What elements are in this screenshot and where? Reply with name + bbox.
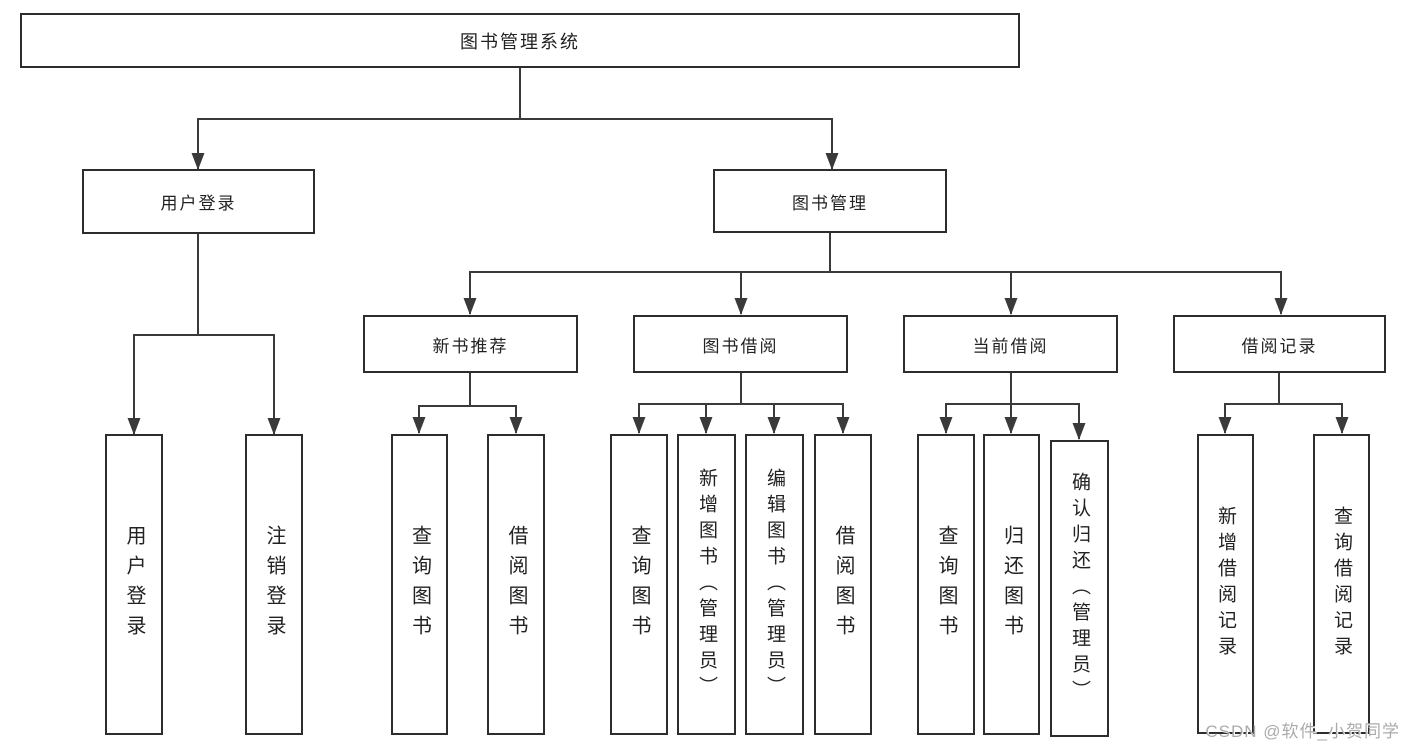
- node-borrow-record-label: 借阅记录: [1241, 336, 1318, 356]
- leaf-logout-label: 注销登录: [263, 524, 285, 645]
- leaf-borrow-books-2: 借阅图书: [814, 434, 872, 735]
- leaf-borrow-books-1: 借阅图书: [487, 434, 545, 735]
- leaf-query-books-3: 查询图书: [917, 434, 975, 735]
- leaf-query-borrow-record: 查询借阅记录: [1313, 434, 1370, 734]
- leaf-borrow-books-1-label: 借阅图书: [505, 524, 527, 645]
- node-root-label: 图书管理系统: [460, 31, 580, 52]
- node-user-login: 用户登录: [82, 169, 315, 234]
- leaf-return-book-label: 归还图书: [1000, 524, 1023, 645]
- leaf-query-books-2: 查询图书: [610, 434, 668, 735]
- node-book-management: 图书管理: [713, 169, 947, 233]
- node-new-book-recommend: 新书推荐: [363, 315, 578, 373]
- node-user-login-label: 用户登录: [160, 194, 237, 213]
- leaf-add-borrow-record: 新增借阅记录: [1197, 434, 1254, 734]
- node-book-borrow: 图书借阅: [633, 315, 848, 373]
- node-borrow-record: 借阅记录: [1173, 315, 1386, 373]
- node-current-borrow-label: 当前借阅: [972, 336, 1049, 356]
- leaf-edit-book-admin-label: 编辑图书（管理员）: [764, 467, 785, 702]
- leaf-confirm-return-admin: 确认归还（管理员）: [1050, 440, 1109, 737]
- leaf-add-borrow-record-label: 新增借阅记录: [1215, 506, 1236, 662]
- leaf-query-borrow-record-label: 查询借阅记录: [1331, 506, 1352, 662]
- csdn-watermark: CSDN @软件_小贺同学: [1205, 722, 1400, 741]
- leaf-user-login-label: 用户登录: [123, 524, 145, 645]
- leaf-borrow-books-2-label: 借阅图书: [832, 524, 854, 645]
- leaf-query-books-1-label: 查询图书: [408, 524, 431, 645]
- node-book-borrow-label: 图书借阅: [702, 336, 779, 356]
- leaf-logout: 注销登录: [245, 434, 303, 735]
- leaf-edit-book-admin: 编辑图书（管理员）: [745, 434, 804, 735]
- leaf-add-book-admin: 新增图书（管理员）: [677, 434, 736, 735]
- leaf-add-book-admin-label: 新增图书（管理员）: [696, 467, 717, 702]
- leaf-confirm-return-admin-label: 确认归还（管理员）: [1069, 471, 1090, 706]
- node-new-book-recommend-label: 新书推荐: [432, 336, 509, 356]
- node-book-management-label: 图书管理: [792, 193, 868, 213]
- leaf-return-book: 归还图书: [983, 434, 1040, 735]
- node-current-borrow: 当前借阅: [903, 315, 1118, 373]
- leaf-query-books-2-label: 查询图书: [628, 524, 650, 645]
- node-root-library-system: 图书管理系统: [20, 13, 1020, 68]
- leaf-query-books-1: 查询图书: [391, 434, 448, 735]
- leaf-user-login: 用户登录: [105, 434, 163, 735]
- leaf-query-books-3-label: 查询图书: [935, 524, 957, 645]
